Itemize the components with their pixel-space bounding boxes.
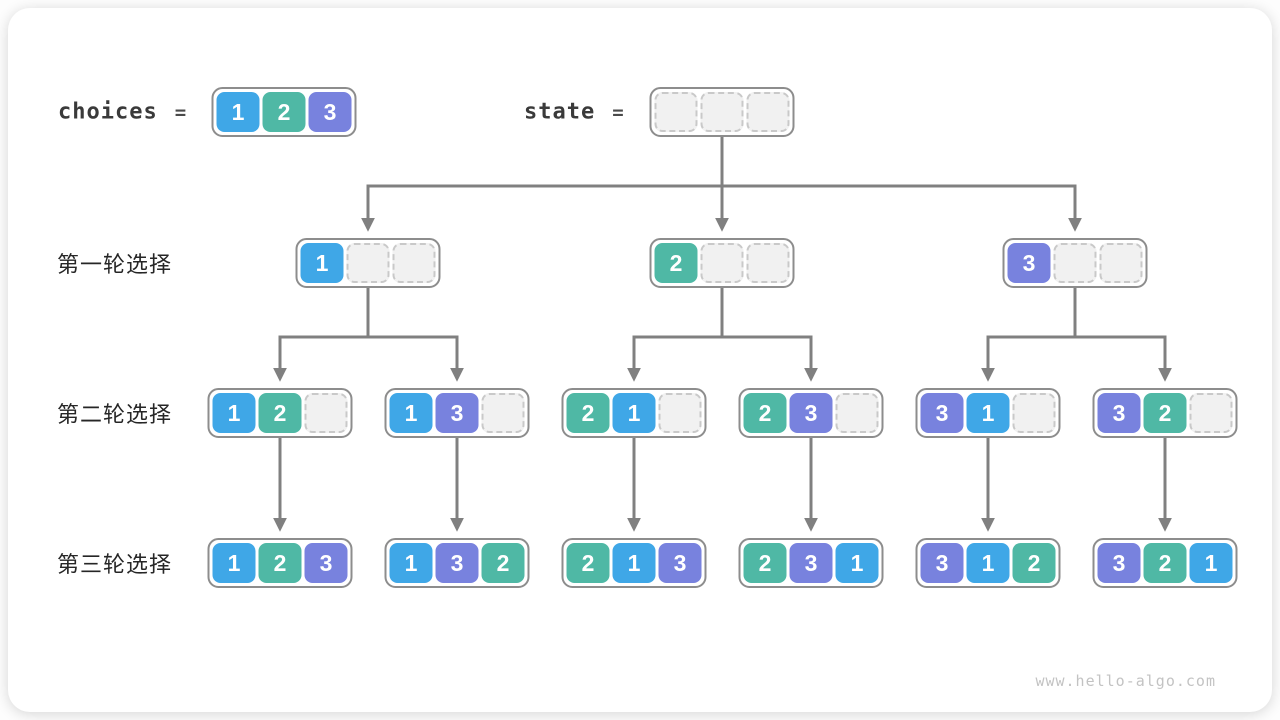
array-cell-1: 1 [212, 543, 256, 583]
choices-label-group: choices = [58, 100, 186, 125]
state-array-round1-2: 3 [1002, 238, 1148, 288]
array-cell-3: 3 [920, 543, 964, 583]
array-cell-1: 1 [1189, 543, 1233, 583]
array-cell-empty [1189, 393, 1233, 433]
array-cell-3: 3 [435, 543, 479, 583]
array-cell-3: 3 [658, 543, 702, 583]
array-cell-3: 3 [1097, 393, 1141, 433]
state-array [649, 87, 795, 137]
array-cell-empty [700, 92, 744, 132]
array-cell-1: 1 [835, 543, 879, 583]
array-cell-1: 1 [612, 543, 656, 583]
array-cell-empty [1012, 393, 1056, 433]
array-cell-empty [1053, 243, 1097, 283]
array-cell-empty [481, 393, 525, 433]
array-cell-3: 3 [789, 393, 833, 433]
equals-sign: = [612, 101, 624, 123]
array-cell-1: 1 [966, 543, 1010, 583]
array-cell-3: 3 [1097, 543, 1141, 583]
array-cell-1: 1 [216, 92, 260, 132]
array-cell-1: 1 [300, 243, 344, 283]
choices-label: choices [58, 99, 158, 125]
array-cell-empty [654, 92, 698, 132]
array-cell-2: 2 [654, 243, 698, 283]
state-array-round1-1: 2 [649, 238, 795, 288]
array-cell-2: 2 [566, 393, 610, 433]
watermark: www.hello-algo.com [1035, 672, 1216, 690]
array-cell-1: 1 [966, 393, 1010, 433]
state-label: state [524, 99, 596, 125]
row-label-round-2: 第二轮选择 [57, 402, 173, 427]
array-cell-empty [658, 393, 702, 433]
array-cell-2: 2 [743, 393, 787, 433]
array-cell-2: 2 [566, 543, 610, 583]
equals-sign: = [174, 101, 187, 123]
array-cell-empty [304, 393, 348, 433]
array-cell-3: 3 [435, 393, 479, 433]
row-label-round-1: 第一轮选择 [57, 252, 173, 277]
state-label-group: state = [524, 100, 624, 125]
array-cell-2: 2 [1143, 543, 1187, 583]
array-cell-empty [700, 243, 744, 283]
array-cell-empty [1099, 243, 1143, 283]
array-cell-1: 1 [612, 393, 656, 433]
row-label-round-3: 第三轮选择 [57, 552, 173, 577]
array-cell-empty [835, 393, 879, 433]
array-cell-empty [392, 243, 436, 283]
array-cell-empty [746, 92, 790, 132]
array-cell-3: 3 [308, 92, 352, 132]
array-cell-3: 3 [920, 393, 964, 433]
array-cell-3: 3 [789, 543, 833, 583]
array-cell-3: 3 [304, 543, 348, 583]
array-cell-2: 2 [743, 543, 787, 583]
array-cell-2: 2 [262, 92, 306, 132]
array-cell-1: 1 [212, 393, 256, 433]
array-cell-2: 2 [481, 543, 525, 583]
array-cell-2: 2 [1012, 543, 1056, 583]
array-cell-empty [746, 243, 790, 283]
array-cell-2: 2 [1143, 393, 1187, 433]
state-array-round1-0: 1 [295, 238, 441, 288]
array-cell-empty [346, 243, 390, 283]
array-cell-2: 2 [258, 543, 302, 583]
array-cell-1: 1 [389, 393, 433, 433]
tree-connector-lines [273, 137, 1172, 532]
array-cell-3: 3 [1007, 243, 1051, 283]
array-cell-1: 1 [389, 543, 433, 583]
array-cell-2: 2 [258, 393, 302, 433]
